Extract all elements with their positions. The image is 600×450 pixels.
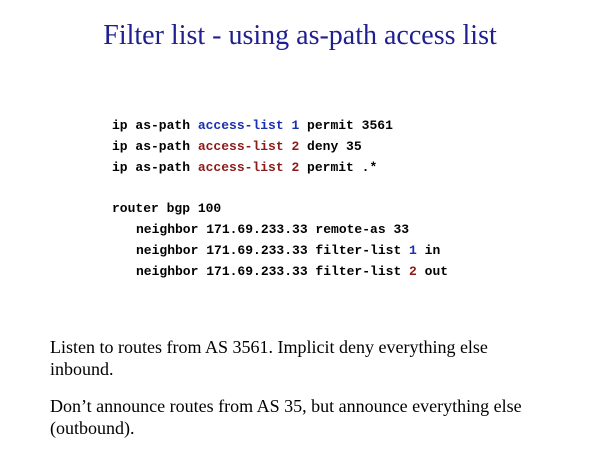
code-line: ip as-path access-list 2 permit .*: [112, 157, 448, 178]
code-token: neighbor 171.69.233.33 remote-as 33: [136, 222, 410, 237]
code-token: permit 3561: [299, 118, 393, 133]
code-token: access-list 1: [197, 118, 300, 133]
code-token: ip as-path: [112, 118, 198, 133]
code-blank-line: [112, 178, 448, 198]
code-token: ip as-path: [112, 160, 198, 175]
code-line: neighbor 171.69.233.33 filter-list 2 out: [112, 261, 448, 282]
code-token: in: [416, 243, 441, 258]
code-token: neighbor 171.69.233.33 filter-list: [136, 264, 410, 279]
code-token: router bgp 100: [112, 201, 222, 216]
code-token: 2: [409, 264, 417, 279]
slide-title: Filter list - using as-path access list: [103, 20, 497, 51]
code-token: 1: [409, 243, 417, 258]
code-token: out: [416, 264, 449, 279]
code-token: permit .*: [299, 160, 378, 175]
code-line: router bgp 100: [112, 198, 448, 219]
code-token: ip as-path: [112, 139, 198, 154]
explanation-paragraph-outbound: Don’t announce routes from AS 35, but an…: [50, 396, 522, 438]
code-token: neighbor 171.69.233.33 filter-list: [136, 243, 410, 258]
code-line: ip as-path access-list 2 deny 35: [112, 136, 448, 157]
code-token: access-list 2: [197, 160, 300, 175]
code-line: neighbor 171.69.233.33 remote-as 33: [112, 219, 448, 240]
code-token: access-list 2: [197, 139, 300, 154]
explanation-paragraph-inbound: Listen to routes from AS 3561. Implicit …: [50, 337, 488, 379]
code-line: neighbor 171.69.233.33 filter-list 1 in: [112, 240, 448, 261]
code-token: deny 35: [299, 139, 362, 154]
code-line: ip as-path access-list 1 permit 3561: [112, 115, 448, 136]
